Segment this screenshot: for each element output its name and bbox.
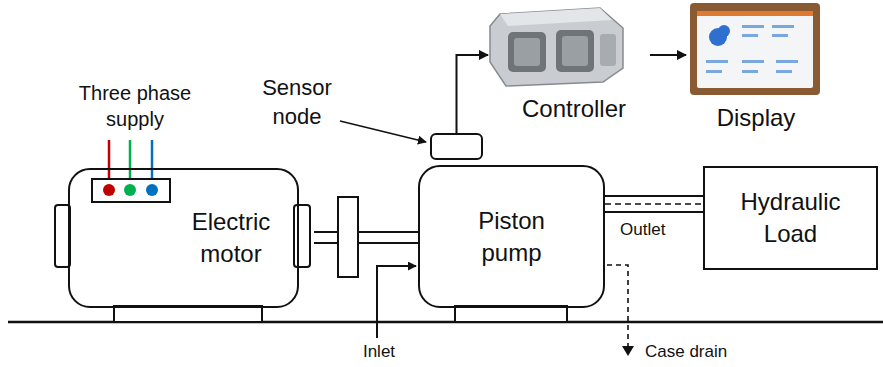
supply-label: Three phase supply	[60, 80, 210, 132]
signal-arrow	[650, 54, 686, 56]
node-label: Electric motor	[169, 206, 293, 270]
pipe-wall	[605, 195, 703, 197]
display-picture	[690, 3, 820, 95]
inlet-label: Inlet	[354, 341, 404, 363]
connector	[457, 55, 489, 133]
terminal-dot	[124, 184, 136, 196]
case-drain-line	[607, 265, 628, 352]
terminal-dot	[146, 184, 158, 196]
hydraulic-load: Hydraulic Load	[703, 166, 878, 270]
signal-arrow	[457, 55, 489, 133]
connector	[314, 197, 418, 277]
pipe-wall	[605, 211, 703, 213]
pipe-flow-line	[605, 203, 703, 205]
pump-foot	[455, 306, 567, 322]
shaft-line	[314, 231, 418, 233]
case-drain-label: Case drain	[645, 341, 727, 363]
node-label: Piston pump	[456, 205, 568, 269]
node-label: Controller	[498, 93, 650, 125]
connector	[650, 55, 686, 56]
display: Display	[686, 0, 826, 140]
edge-label: Outlet	[620, 219, 665, 241]
sensor-node: Sensor node	[430, 133, 483, 160]
connector	[605, 196, 703, 212]
terminal-dot	[103, 184, 115, 196]
motor-end-cap	[294, 205, 310, 267]
node-label: Sensor node	[242, 73, 352, 132]
shaft-coupling	[338, 197, 358, 277]
piston-pump: Piston pump	[418, 165, 605, 308]
node-label: Display	[686, 102, 826, 134]
case-drain-head	[622, 346, 634, 356]
leader-arrow	[340, 121, 426, 142]
terminal-box	[92, 179, 170, 202]
motor-foot	[114, 306, 262, 322]
node-label: Hydraulic Load	[721, 186, 861, 250]
controller-picture	[490, 8, 623, 86]
electric-motor: Electric motor	[68, 168, 299, 308]
controller: Controller	[488, 5, 650, 130]
shaft-line	[314, 242, 418, 244]
inlet-arrow	[377, 266, 416, 338]
